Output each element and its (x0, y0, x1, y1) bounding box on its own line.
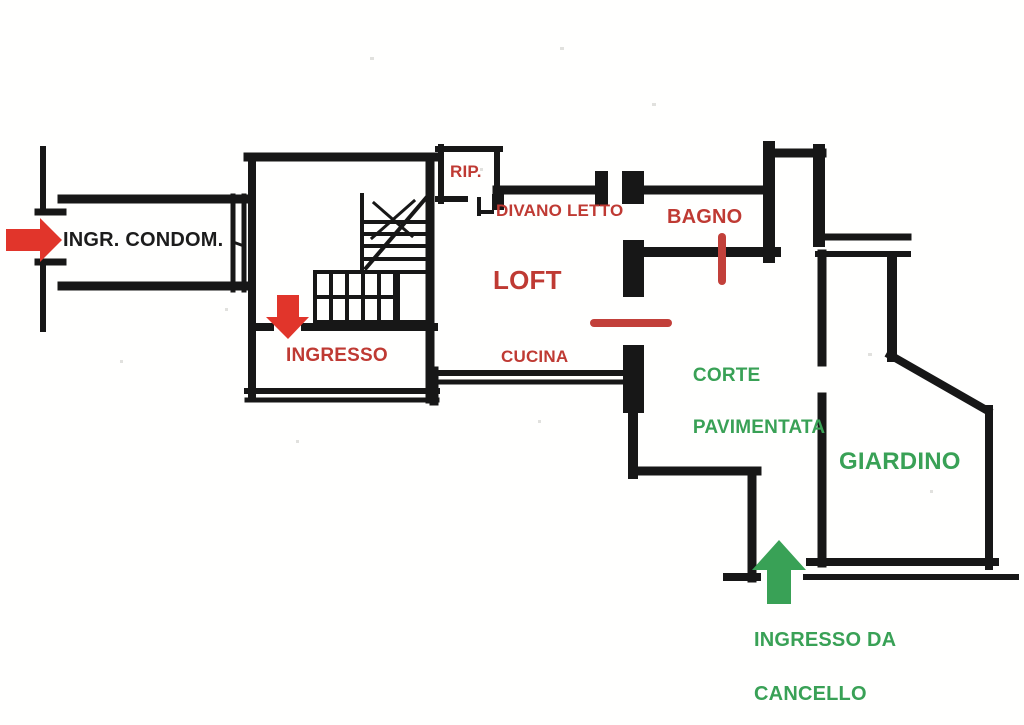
loft-entrance-arrow-icon (266, 295, 309, 339)
condominium-entrance-arrow-icon (6, 218, 62, 262)
label-rip: RIP. (450, 162, 482, 181)
label-gate-line1: INGRESSO DA (754, 629, 897, 651)
label-divano-letto: DIVANO LETTO (496, 201, 624, 220)
wall-pillars (492, 171, 644, 413)
scan-noise (120, 47, 933, 493)
walls (34, 141, 1019, 583)
label-bagno: BAGNO (667, 206, 743, 228)
label-cucina: CUCINA (501, 347, 569, 366)
label-condominium-entrance: INGR. CONDOM. (63, 229, 224, 251)
label-corte-line2: PAVIMENTATA (692, 417, 826, 438)
door-marks (590, 233, 726, 327)
staircase (313, 193, 432, 324)
label-corte-line1: CORTE (692, 365, 761, 386)
label-corte-pavimentata: CORTE PAVIMENTATA (671, 337, 825, 467)
label-loft: LOFT (493, 265, 562, 295)
label-ingresso: INGRESSO (286, 345, 388, 366)
label-giardino: GIARDINO (839, 448, 961, 475)
gate-entrance-arrow-icon (752, 540, 806, 604)
label-gate-line2: CANCELLO (754, 683, 867, 705)
label-gate-entrance: INGRESSO DA CANCELLO (731, 600, 896, 725)
